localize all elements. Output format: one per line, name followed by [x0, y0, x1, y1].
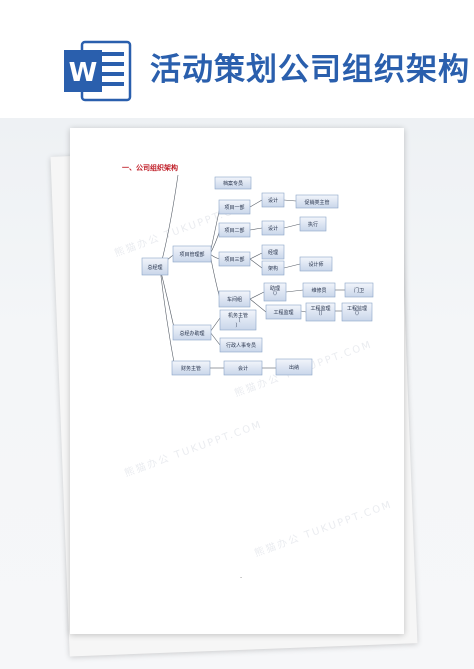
svg-text:门卫: 门卫: [354, 287, 364, 294]
node-accountant: 会计: [223, 360, 263, 376]
svg-text:机务主管（）: 机务主管（）: [228, 312, 248, 329]
node-admin-hr: 行政人事专员: [219, 337, 263, 353]
word-icon: W: [64, 40, 132, 102]
svg-text:促销类主管: 促销类主管: [304, 199, 329, 206]
svg-text:维修员: 维修员: [311, 287, 326, 294]
node-label-line: （）: [352, 311, 362, 317]
node-cashier: 出纳: [275, 358, 313, 376]
node-project-dept-3: 项目三部: [218, 251, 251, 267]
node-execution: 执行: [299, 216, 327, 232]
svg-text:项目二部: 项目二部: [224, 227, 244, 234]
node-label-line: （）: [315, 311, 325, 317]
node-eng-supervisor-3: 工程监理（）: [341, 302, 373, 322]
node-gm-office-assistant: 总经办助理: [172, 324, 212, 341]
svg-text:行政人事专员: 行政人事专员: [226, 342, 256, 349]
node-design-1: 设计: [261, 192, 285, 208]
svg-text:车间组: 车间组: [227, 296, 242, 303]
node-label-line: ）: [235, 323, 240, 329]
node-label-line: （: [235, 318, 240, 324]
node-finance-director: 财务主管: [171, 360, 211, 376]
svg-text:项目管理部: 项目管理部: [179, 251, 204, 258]
node-label-line: 工程监理: [347, 305, 367, 312]
node-label-line: 机务主管: [228, 312, 248, 319]
svg-text:工程监理: 工程监理: [273, 309, 293, 316]
node-eng-supervisor: 工程监理: [265, 304, 302, 320]
svg-text:工程监理（）: 工程监理（）: [310, 305, 330, 317]
node-design-2: 设计: [261, 220, 285, 236]
node-sales-director: 促销类主管: [295, 194, 339, 209]
svg-text:设计师: 设计师: [308, 261, 323, 268]
node-eng-supervisor-2: 工程监理（）: [305, 302, 336, 322]
node-doorkeeper: 门卫: [344, 282, 374, 298]
svg-text:架构: 架构: [268, 265, 278, 272]
svg-text:经理: 经理: [268, 249, 278, 256]
node-pr-director: 机务主管（）: [219, 309, 257, 331]
svg-text:工程监理（）: 工程监理（）: [347, 305, 367, 317]
svg-text:档案专员: 档案专员: [223, 180, 243, 187]
node-project-dept-1: 项目一部: [218, 199, 251, 215]
svg-text:出纳: 出纳: [289, 364, 299, 371]
svg-text:执行: 执行: [308, 221, 318, 228]
node-label-line: 助理: [270, 285, 280, 292]
section-heading: 一、公司组织架构: [122, 164, 178, 172]
node-vehicle-group: 车间组: [218, 290, 251, 308]
svg-text:设计: 设计: [268, 197, 278, 204]
document-title: 活动策划公司组织架构: [150, 52, 470, 88]
node-label-line: 工程监理: [310, 305, 330, 312]
svg-text:财务主管: 财务主管: [181, 365, 201, 372]
page-mark: -: [240, 574, 243, 581]
svg-text:总经办助理: 总经办助理: [179, 330, 204, 337]
svg-text:助理（）: 助理（）: [270, 285, 280, 297]
node-label-line: （）: [270, 291, 280, 297]
node-manager: 经理: [261, 244, 285, 260]
svg-text:项目三部: 项目三部: [224, 256, 244, 263]
node-project-management: 项目管理部: [172, 245, 212, 263]
node-framework: 架构: [261, 260, 285, 276]
node-designer: 设计师: [299, 256, 333, 272]
node-general-manager: 总经理: [141, 257, 169, 276]
svg-text:总经理: 总经理: [147, 264, 162, 271]
svg-text:会计: 会计: [238, 365, 248, 372]
svg-text:W: W: [69, 58, 98, 88]
node-archive: 档案专员: [214, 176, 252, 190]
header-banner: W 活动策划公司组织架构: [0, 0, 474, 118]
svg-text:项目一部: 项目一部: [224, 204, 244, 211]
node-repair: 维修员: [302, 282, 336, 298]
node-assistant: 助理（）: [263, 282, 287, 302]
svg-text:设计: 设计: [268, 225, 278, 232]
node-project-dept-2: 项目二部: [218, 222, 251, 238]
